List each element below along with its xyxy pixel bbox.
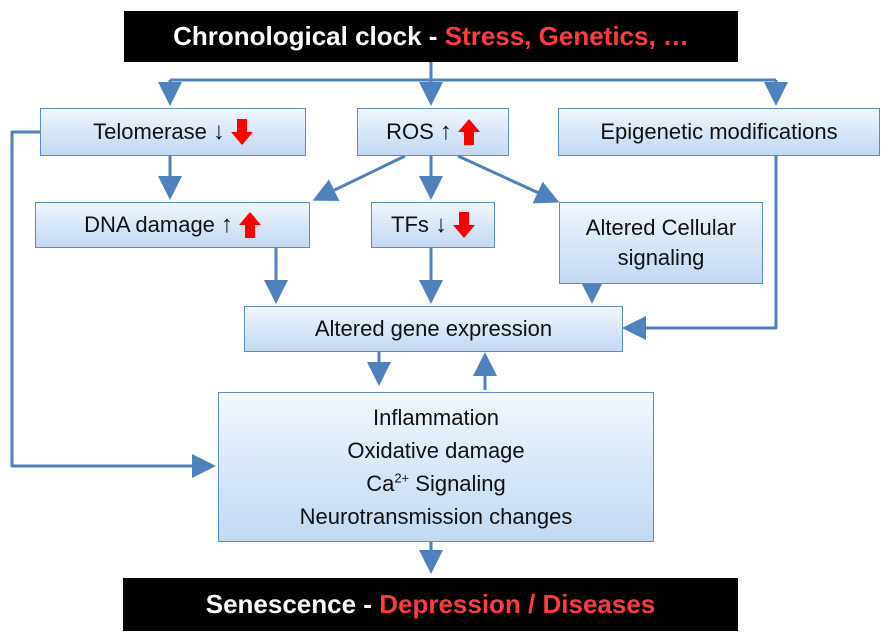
arrow-to-telomerase: [170, 80, 776, 100]
footer-banner: Senescence - Depression / Diseases: [123, 578, 738, 631]
red-down-arrow-icon: [452, 211, 475, 238]
effect-neurotransmission: Neurotransmission changes: [299, 504, 573, 529]
telomerase-box: Telomerase ↓: [40, 108, 306, 156]
effect-calcium-signaling: Ca2+ Signaling: [366, 467, 506, 500]
calcium-charge: 2+: [394, 470, 410, 486]
signaling-line-1: Altered Cellular: [585, 215, 737, 241]
dna-damage-label: DNA damage: [84, 212, 215, 238]
telomerase-label: Telomerase: [93, 119, 207, 145]
header-separator: -: [428, 21, 438, 51]
altered-signaling-box: Altered Cellular signaling: [559, 202, 763, 284]
red-down-arrow-icon: [230, 118, 253, 145]
tfs-direction: ↓: [434, 210, 447, 238]
effect-inflammation: Inflammation: [373, 405, 499, 430]
footer-title: Senescence: [205, 589, 357, 619]
footer-accent: Depression / Diseases: [379, 589, 656, 619]
arrow-epigenetic-to-gene: [622, 156, 778, 340]
header-title: Chronological clock: [173, 21, 422, 51]
tfs-label: TFs: [391, 212, 429, 238]
arrow-ros-to-signaling: [457, 154, 560, 204]
ros-box: ROS ↑: [357, 108, 509, 156]
epigenetic-box: Epigenetic modifications: [558, 108, 880, 156]
arrow-telomerase-to-effects: [10, 130, 216, 478]
ros-direction: ↑: [439, 117, 452, 145]
red-up-arrow-icon: [457, 118, 480, 145]
header-banner: Chronological clock - Stress, Genetics, …: [124, 11, 738, 62]
dna-damage-direction: ↑: [220, 210, 233, 238]
gene-expression-label: Altered gene expression: [314, 316, 553, 342]
effect-oxidative-damage: Oxidative damage: [347, 438, 525, 463]
signaling-line-2: signaling: [617, 245, 705, 270]
calcium-prefix: Ca: [366, 471, 395, 496]
arrow-ros-to-dna: [312, 154, 406, 201]
footer-separator: -: [363, 589, 372, 619]
epigenetic-label: Epigenetic modifications: [600, 119, 838, 145]
red-up-arrow-icon: [238, 211, 261, 238]
calcium-suffix: Signaling: [409, 471, 506, 496]
tfs-box: TFs ↓: [371, 202, 495, 248]
header-accent: Stress, Genetics, …: [444, 21, 689, 51]
ros-label: ROS: [386, 119, 434, 145]
dna-damage-box: DNA damage ↑: [35, 202, 310, 248]
gene-expression-box: Altered gene expression: [244, 306, 623, 352]
telomerase-direction: ↓: [212, 117, 225, 145]
effects-box: Inflammation Oxidative damage Ca2+ Signa…: [218, 392, 654, 542]
